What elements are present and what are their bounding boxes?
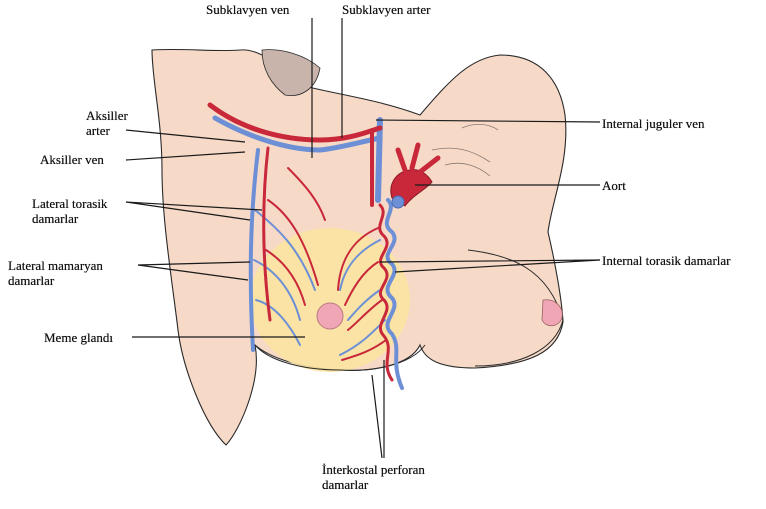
label-axillary-artery: Aksiller arter <box>86 108 128 138</box>
label-mammary-gland: Meme glandı <box>44 330 113 345</box>
label-subclavian-artery: Subklavyen arter <box>342 2 430 17</box>
label-internal-jugular-vein: Internal juguler ven <box>602 116 705 131</box>
label-axillary-vein: Aksiller ven <box>40 152 104 167</box>
label-aorta: Aort <box>602 178 626 193</box>
left-nipple <box>317 303 343 329</box>
label-lateral-mammary: Lateral mamaryan damarlar <box>8 258 103 288</box>
label-lateral-thoracic: Lateral torasik damarlar <box>32 196 107 226</box>
label-internal-thoracic: Internal torasik damarlar <box>602 253 731 268</box>
label-intercostal-perforating: İnterkostal perforan damarlar <box>322 462 425 492</box>
label-subclavian-vein: Subklavyen ven <box>206 2 289 17</box>
